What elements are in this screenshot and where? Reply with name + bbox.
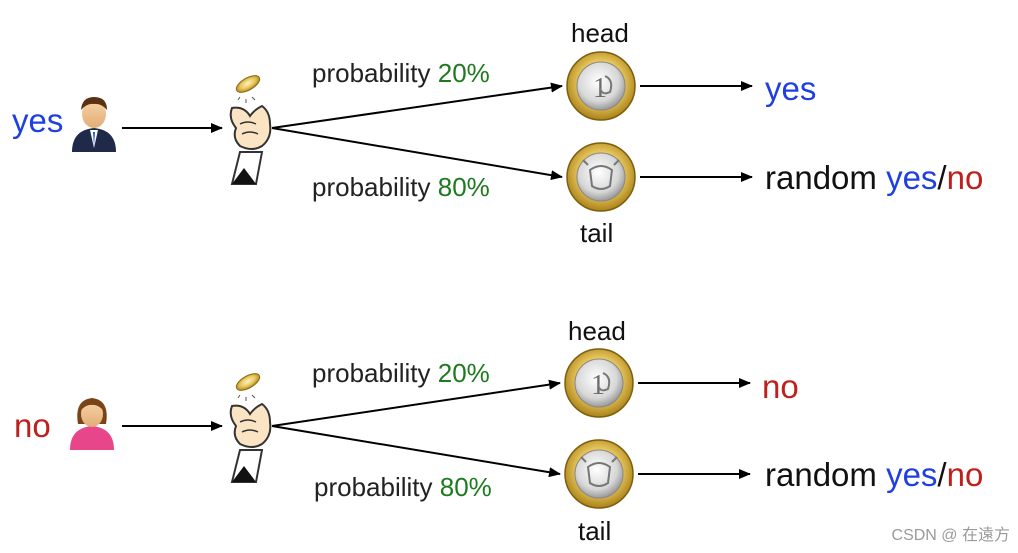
- result-head-2: no: [762, 370, 799, 403]
- coin-label-tail-2: tail: [578, 518, 611, 544]
- coin-label-head-1: head: [571, 20, 629, 46]
- probability-label-tail-1: probability 80%: [312, 174, 490, 200]
- probability-label-head-1: probability 20%: [312, 60, 490, 86]
- probability-label-tail-2: probability 80%: [314, 474, 492, 500]
- probability-value: 80%: [438, 172, 490, 202]
- probability-label-head-2: probability 20%: [312, 360, 490, 386]
- result-random-word: random: [765, 456, 877, 493]
- probability-word: probability: [312, 358, 431, 388]
- arrow-to-tail-2: [272, 426, 560, 474]
- arrow-to-tail-1: [272, 128, 562, 177]
- result-no: no: [947, 159, 984, 196]
- arrow-to-head-1: [272, 86, 562, 128]
- result-separator: /: [937, 456, 946, 493]
- result-tail-2: random yes/no: [765, 458, 983, 491]
- result-yes: yes: [886, 456, 937, 493]
- coin-flip-hand-icon: [231, 370, 271, 482]
- woman-icon: [70, 398, 114, 450]
- probability-word: probability: [312, 58, 431, 88]
- arrow-to-head-2: [272, 383, 560, 426]
- businessman-icon: [72, 97, 116, 152]
- coin-tail-icon: [565, 440, 633, 508]
- coin-label-head-2: head: [568, 318, 626, 344]
- probability-word: probability: [312, 172, 431, 202]
- probability-value: 20%: [438, 58, 490, 88]
- result-separator: /: [937, 159, 946, 196]
- probability-value: 80%: [440, 472, 492, 502]
- coin-label-tail-1: tail: [580, 220, 613, 246]
- person-label-no: no: [14, 409, 51, 442]
- coin-tail-icon: [567, 143, 635, 211]
- result-yes: yes: [886, 159, 937, 196]
- probability-word: probability: [314, 472, 433, 502]
- result-tail-1: random yes/no: [765, 161, 983, 194]
- coin-flip-hand-icon: [231, 72, 271, 184]
- probability-value: 20%: [438, 358, 490, 388]
- person-label-yes: yes: [12, 104, 63, 137]
- result-head-1: yes: [765, 72, 816, 105]
- coin-head-icon: 1: [565, 349, 633, 417]
- result-random-word: random: [765, 159, 877, 196]
- coin-head-icon: 1: [567, 52, 635, 120]
- result-no: no: [947, 456, 984, 493]
- watermark: CSDN @ 在遠方: [892, 521, 1010, 545]
